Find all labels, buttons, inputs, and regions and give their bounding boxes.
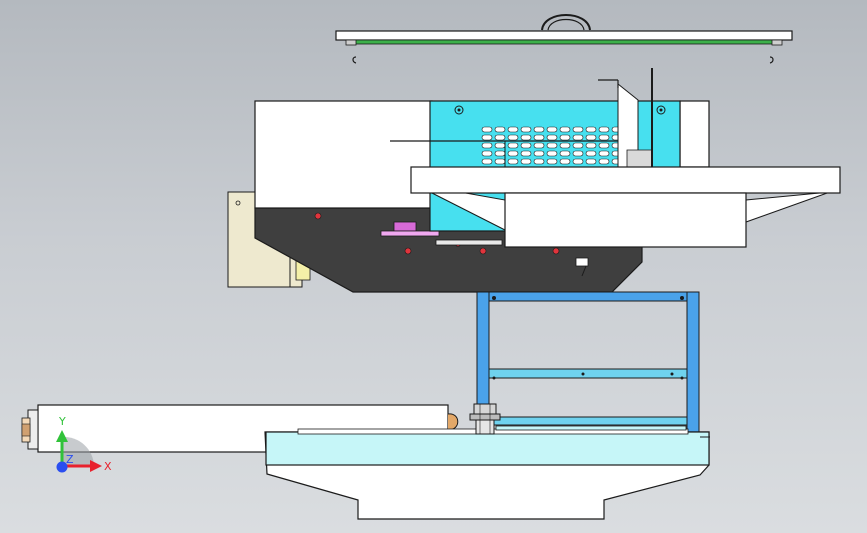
spindle-roller[interactable]	[469, 403, 501, 435]
bolt-head	[314, 212, 322, 220]
top-lid-assembly[interactable]	[335, 14, 793, 64]
upper-housing[interactable]	[254, 100, 710, 209]
base-tray-rim[interactable]	[265, 431, 710, 466]
latch[interactable]	[575, 257, 589, 267]
bolt-head	[552, 247, 560, 255]
feed-table-top[interactable]	[410, 166, 841, 194]
arm-pivot[interactable]	[447, 413, 459, 431]
lid-plate[interactable]	[335, 30, 793, 41]
base-tray[interactable]	[264, 425, 710, 520]
lid-seal-strip	[351, 39, 779, 45]
vent-grille	[481, 126, 623, 165]
bolt-head	[479, 247, 487, 255]
feed-table[interactable]	[410, 166, 841, 248]
support-frame[interactable]	[476, 291, 700, 439]
frame-crossbar[interactable]	[488, 368, 688, 379]
frame-leg-right[interactable]	[686, 291, 700, 439]
bolt-head	[404, 247, 412, 255]
lid-clip-left	[352, 56, 357, 64]
feed-table-apron[interactable]	[504, 192, 747, 248]
control-connector[interactable]	[393, 221, 417, 232]
lid-clip-right	[769, 56, 774, 64]
